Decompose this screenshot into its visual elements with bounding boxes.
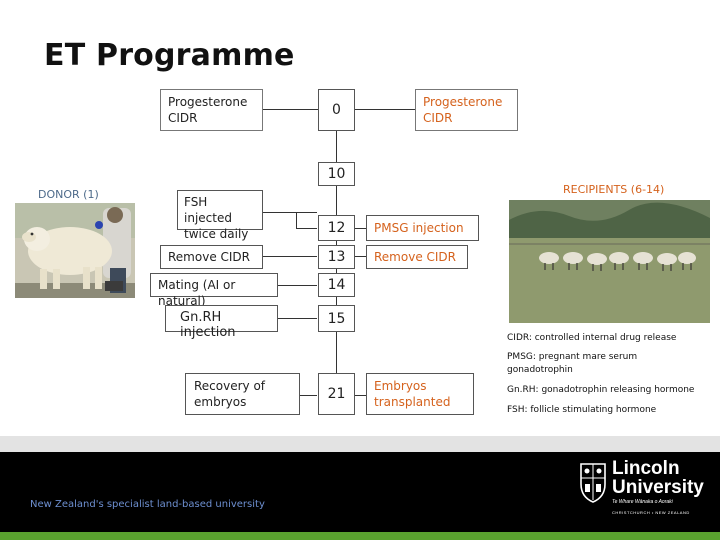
note-cidr: CIDR: controlled internal drug release [507, 333, 677, 343]
recovery-label: Recovery of embryos [194, 379, 266, 409]
day-box-0: 0 [318, 89, 355, 131]
connector-line [355, 256, 367, 257]
connector-line [263, 109, 321, 110]
recipients-label: RECIPIENTS (6-14) [563, 183, 665, 196]
day-label: 21 [327, 386, 346, 402]
recovery-box: Recovery of embryos [185, 373, 300, 415]
donor-progesterone-box: Progesterone CIDR [160, 89, 263, 131]
fsh-box: FSH injected twice daily [177, 190, 263, 241]
day-box-14: 14 [318, 273, 355, 297]
recipients-sheep-photo [509, 200, 710, 323]
connector-line [263, 212, 317, 213]
day-label: 0 [332, 102, 341, 118]
day-label: 14 [327, 277, 346, 293]
connector-line [355, 395, 367, 396]
connector-line [300, 395, 317, 396]
connector-line [278, 285, 317, 286]
recipient-remove-cidr-box: Remove CIDR [366, 245, 468, 269]
day-label: 10 [327, 166, 346, 182]
recipient-progesterone-label: Progesterone CIDR [423, 95, 503, 125]
day-box-21: 21 [318, 373, 355, 415]
crest-icon [580, 463, 606, 503]
day-box-15: 15 [318, 305, 355, 332]
connector-line [278, 318, 317, 319]
recipient-progesterone-box: Progesterone CIDR [415, 89, 518, 131]
pmsg-label: PMSG injection [374, 221, 464, 235]
connector-line [355, 228, 367, 229]
donor-remove-cidr-label: Remove CIDR [168, 250, 251, 264]
day-label: 13 [327, 249, 346, 265]
embryos-box: Embryos transplanted [366, 373, 474, 415]
mating-label: Mating (AI or natural) [158, 278, 236, 308]
note-fsh: FSH: follicle stimulating hormone [507, 405, 657, 415]
day-box-12: 12 [318, 215, 355, 241]
donor-progesterone-label: Progesterone CIDR [168, 95, 248, 125]
footer-tagline: New Zealand's specialist land-based univ… [30, 499, 265, 510]
page-title: ET Programme [44, 38, 295, 73]
recipient-remove-cidr-label: Remove CIDR [374, 250, 457, 264]
fsh-label: FSH injected twice daily [184, 195, 249, 241]
day-label: 12 [327, 220, 346, 236]
logo-line2: University [612, 477, 704, 498]
connector-line [353, 109, 415, 110]
day-label: 15 [327, 310, 346, 327]
pmsg-box: PMSG injection [366, 215, 479, 241]
day-box-10: 10 [318, 162, 355, 186]
logo-location: CHRISTCHURCH • NEW ZEALAND [612, 510, 690, 515]
connector-line [263, 256, 317, 257]
logo-line1: Lincoln [612, 458, 680, 479]
footer-accent-bar [0, 532, 720, 540]
gnrh-box: Gn.RH injection [165, 305, 278, 340]
note-pmsg: PMSG: pregnant mare serum gonadotrophin [507, 352, 638, 375]
mating-box: Mating (AI or natural) [150, 273, 278, 308]
note-gnrh: Gn.RH: gonadotrophin releasing hormone [507, 385, 695, 395]
embryos-label: Embryos transplanted [374, 379, 451, 409]
donor-sheep-photo [15, 203, 135, 298]
footer: New Zealand's specialist land-based univ… [0, 452, 720, 532]
logo-motto: Te Whare Wānaka o Aoraki [612, 499, 673, 505]
timeline-connector [336, 130, 337, 163]
gnrh-label: Gn.RH injection [180, 310, 236, 340]
donor-label: DONOR (1) [38, 188, 99, 201]
day-box-13: 13 [318, 245, 355, 269]
university-logo: Lincoln University Te Whare Wānaka o Aor… [578, 459, 708, 519]
connector-line [296, 228, 317, 229]
connector-line [296, 212, 297, 228]
footer-divider-band [0, 436, 720, 452]
donor-remove-cidr-box: Remove CIDR [160, 245, 263, 269]
